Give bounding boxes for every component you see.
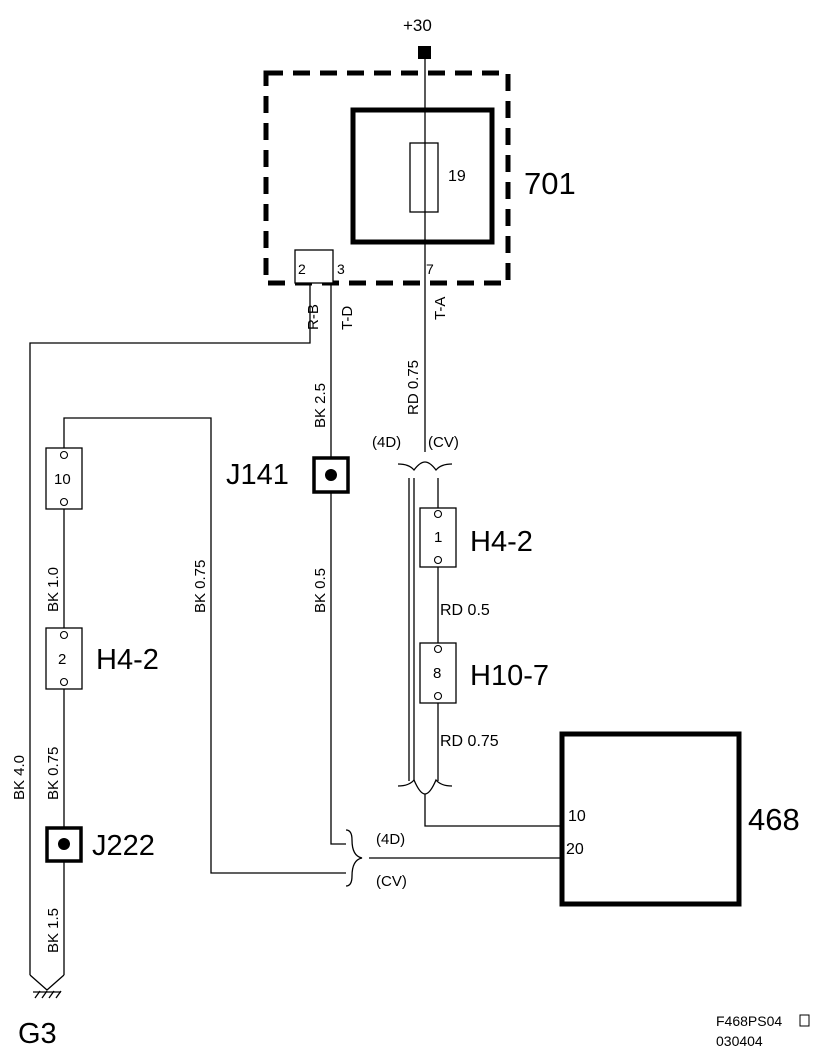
wires: [29, 59, 562, 975]
wire-to-pin-10: [424, 794, 562, 827]
label-bk-40: BK 4.0: [11, 755, 28, 800]
label-variant-4d-top: (4D): [372, 434, 401, 451]
pin-20-468-label: 20: [566, 841, 584, 858]
pin-8-label: 8: [433, 665, 441, 682]
fuse-box-701: 19 701 2 3 7: [263, 70, 576, 286]
label-rd-05: RD 0.5: [440, 602, 490, 619]
connector-h4-2-pin1: 1 H4-2: [419, 507, 533, 568]
figure-code: 030404: [716, 1033, 763, 1049]
label-rd-075-top: RD 0.75: [405, 360, 422, 415]
wire-r-b: [29, 283, 311, 975]
label-bk-25: BK 2.5: [312, 383, 329, 428]
pin-2-label: 2: [298, 261, 306, 277]
label-bk-075-mid: BK 0.75: [192, 560, 209, 613]
component-468: 10 20 468: [559, 731, 800, 907]
ground-icon: [34, 990, 62, 999]
label-variant-cv-bottom: (CV): [376, 873, 407, 890]
label-rd-075-bottom: RD 0.75: [440, 733, 499, 750]
splice-j141-label: J141: [226, 459, 289, 491]
brace-bottom: [397, 778, 453, 795]
pin-10-label: 10: [54, 471, 71, 488]
connector-h4-2-left-label: H4-2: [96, 644, 159, 676]
brace-left: [345, 829, 363, 887]
connector-h4-2-pin2: 2 H4-2: [45, 627, 159, 690]
fuse-holder: [350, 107, 495, 245]
connector-h4-2-right-label: H4-2: [470, 526, 533, 558]
connector-pins-2-3: [294, 249, 334, 284]
label-variant-4d-bottom: (4D): [376, 831, 405, 848]
pin-3-label: 3: [337, 261, 345, 277]
label-t-a: T-A: [432, 297, 449, 320]
fuse-number: 19: [448, 168, 466, 185]
pin-1-label: 1: [434, 529, 442, 546]
footer-box: [799, 1014, 810, 1027]
splice-j222-label: J222: [92, 830, 155, 862]
supply-terminal: [418, 46, 431, 59]
variant-rails: [408, 478, 415, 781]
label-bk-075-left: BK 0.75: [45, 747, 62, 800]
connector-h4-2-pin10: 10: [45, 447, 83, 510]
label-bk-05: BK 0.5: [312, 568, 329, 613]
splice-j141: J141: [226, 456, 350, 494]
pin-10-468-label: 10: [568, 808, 586, 825]
label-r-b: R-B: [305, 304, 322, 330]
fuse-box-id: 701: [524, 166, 576, 201]
figure-id: F468PS04: [716, 1013, 782, 1029]
label-variant-cv-top: (CV): [428, 434, 459, 451]
connector-h10-7-label: H10-7: [470, 660, 549, 692]
ground-g3: G3: [18, 974, 65, 1050]
pin-2-connector-label: 2: [58, 651, 66, 668]
pin-7-label: 7: [426, 261, 434, 277]
wire-bk-075-cv: [63, 417, 346, 874]
component-468-id: 468: [748, 802, 800, 837]
label-t-d: T-D: [339, 306, 356, 330]
ground-label: G3: [18, 1018, 57, 1050]
wire-bk-05: [330, 492, 346, 845]
variant-braces: [345, 461, 453, 887]
supply-label: +30: [403, 16, 432, 35]
fuse-19: [409, 142, 439, 213]
fuse-box-outline: [263, 70, 511, 286]
label-bk-10: BK 1.0: [45, 567, 62, 612]
brace-top: [397, 461, 453, 472]
label-bk-15: BK 1.5: [45, 908, 62, 953]
connector-h10-7-pin8: 8 H10-7: [419, 642, 549, 704]
splice-j222: J222: [45, 826, 155, 863]
